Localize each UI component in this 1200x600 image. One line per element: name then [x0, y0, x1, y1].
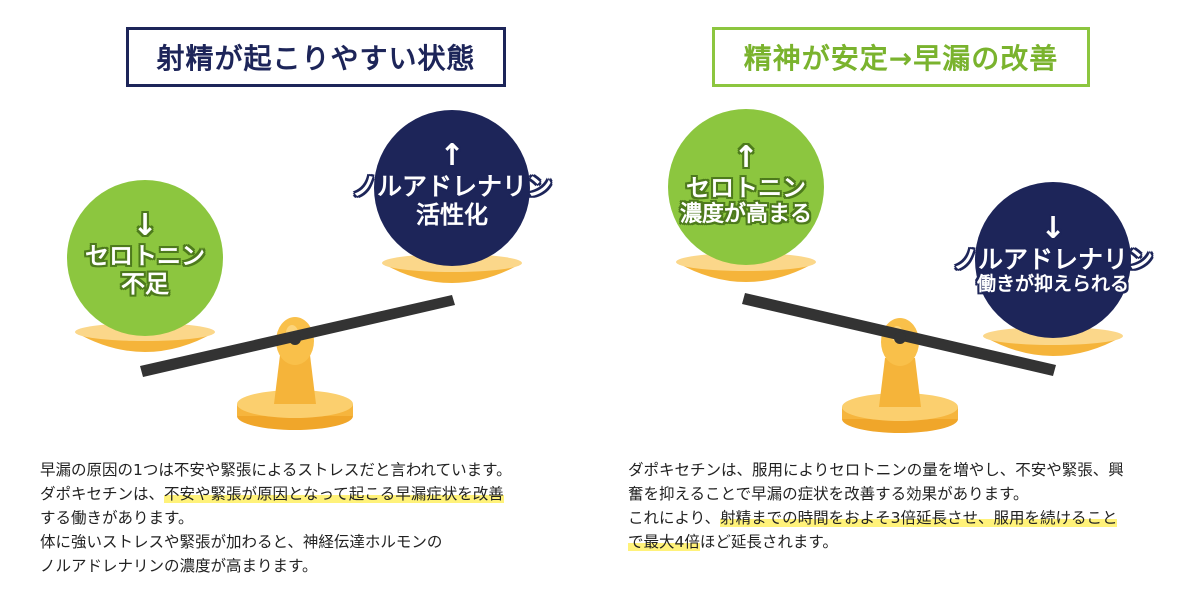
right-serotonin-line1: セロトニン — [686, 173, 806, 202]
up-arrow-icon: ↑ — [733, 139, 759, 175]
left-noradrenaline-ball — [374, 110, 530, 266]
left-desc-line2: ダポキセチンは、不安や緊張が原因となって起こる早漏症状を改善 — [40, 485, 504, 503]
right-desc-line3: これにより、射精までの時間をおよそ3倍延長させ、服用を続けること — [628, 509, 1118, 527]
right-desc-line4: で最大4倍ほど延長されます。 — [628, 533, 838, 551]
left-noradrenaline-line1: ノルアドレナリン — [351, 171, 552, 201]
left-scale — [67, 110, 530, 430]
up-arrow-icon: ↑ — [439, 137, 465, 173]
down-arrow-icon: ↓ — [1040, 210, 1066, 246]
right-scale — [668, 109, 1131, 433]
left-desc-line5: ノルアドレナリンの濃度が高まります。 — [40, 557, 318, 575]
right-desc-highlight-1: 射精までの時間をおよそ3倍延長させ、服用を続けること — [720, 509, 1118, 527]
right-desc-highlight-2: で最大4倍 — [628, 533, 700, 551]
right-scale-pillar — [879, 358, 921, 407]
right-serotonin-ball — [668, 109, 824, 265]
right-description: ダポキセチンは、服用によりセロトニンの量を増やし、不安や緊張、興 奮を抑えること… — [628, 458, 1178, 554]
down-arrow-icon: ↓ — [132, 208, 158, 244]
right-panel-title: 精神が安定→早漏の改善 — [712, 27, 1090, 87]
right-noradrenaline-label: ↓ ノルアドレナリン 働きが抑えられる — [936, 195, 1170, 315]
left-serotonin-ball — [67, 180, 223, 336]
left-serotonin-label: ↓ セロトニン 不足 — [70, 190, 220, 320]
left-desc-highlight: 不安や緊張が原因となって起こる早漏症状を改善 — [164, 485, 504, 503]
right-noradrenaline-ball — [975, 182, 1131, 338]
left-noradrenaline-line2: 活性化 — [416, 200, 488, 229]
right-noradrenaline-line2: 働きが抑えられる — [976, 273, 1129, 296]
left-serotonin-line1: セロトニン — [85, 242, 205, 271]
left-panel-title: 射精が起こりやすい状態 — [126, 27, 506, 87]
left-desc-line4: 体に強いストレスや緊張が加わると、神経伝達ホルモンの — [40, 533, 443, 551]
left-desc-line1: 早漏の原因の1つは不安や緊張によるストレスだと言われています。 — [40, 461, 512, 479]
right-serotonin-line2: 濃度が高まる — [679, 202, 812, 228]
left-desc-line3: する働きがあります。 — [40, 509, 194, 527]
left-scale-pillar — [274, 355, 316, 404]
right-noradrenaline-line1: ノルアドレナリン — [952, 244, 1153, 274]
right-desc-line2: 奮を抑えることで早漏の症状を改善する効果があります。 — [628, 485, 1029, 503]
left-description: 早漏の原因の1つは不安や緊張によるストレスだと言われています。 ダポキセチンは、… — [40, 458, 580, 578]
right-serotonin-label: ↑ セロトニン 濃度が高まる — [650, 125, 842, 245]
left-serotonin-line2: 不足 — [121, 270, 169, 298]
right-desc-line1: ダポキセチンは、服用によりセロトニンの量を増やし、不安や緊張、興 — [628, 461, 1124, 479]
left-noradrenaline-label: ↑ ノルアドレナリン 活性化 — [340, 125, 564, 245]
